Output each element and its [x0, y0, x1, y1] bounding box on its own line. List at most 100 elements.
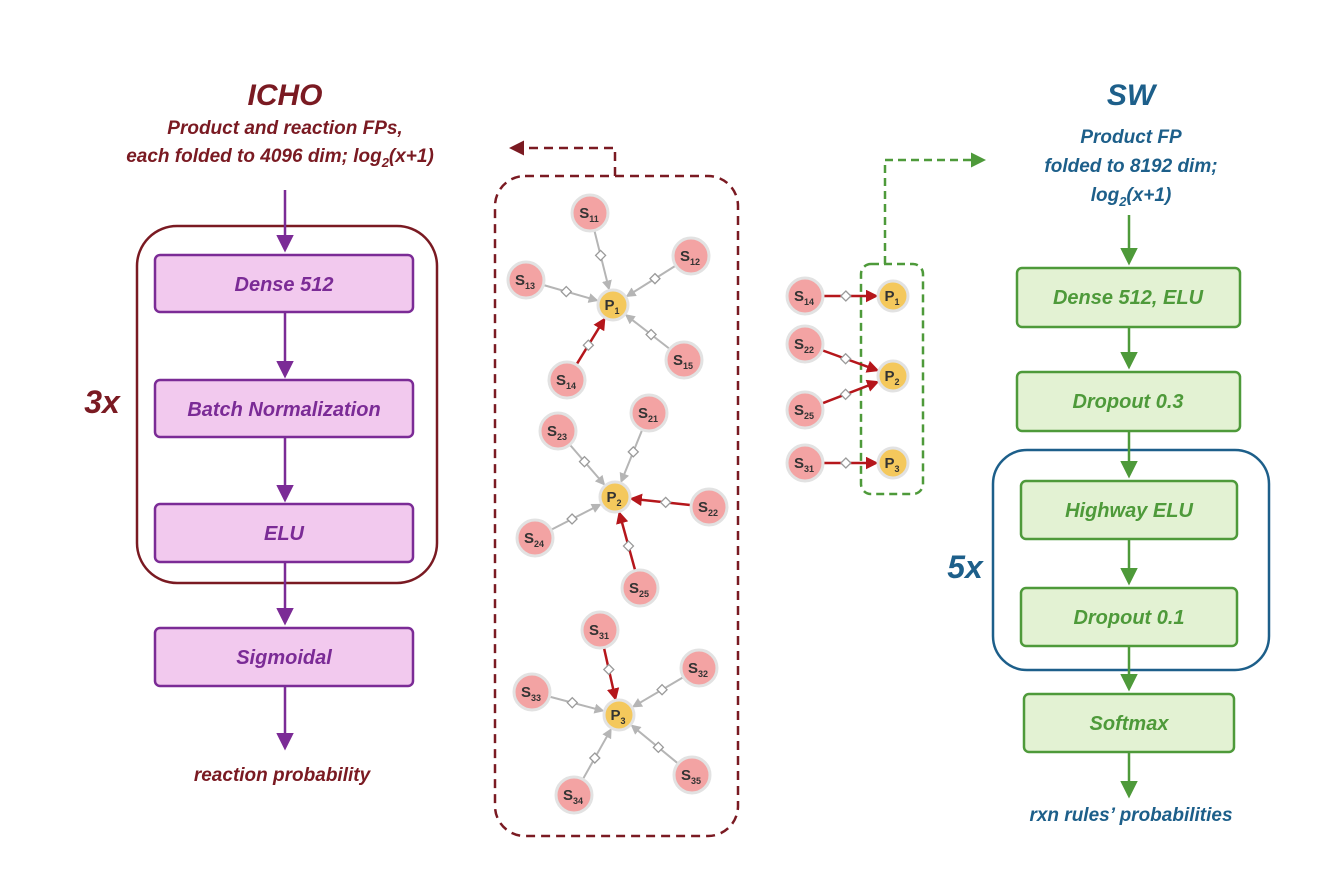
icho-repeat-frame: [135, 224, 439, 585]
substrate-node-s34: S34: [554, 775, 594, 815]
substrate-label-s31: S31: [794, 455, 814, 474]
product-label-p1: P1: [604, 297, 619, 316]
substrate-node-s25: S25: [620, 568, 660, 608]
sw-layer-dense: Dense 512, ELU: [1015, 266, 1242, 329]
icho-layer-batchnorm: Batch Normalization: [153, 378, 415, 439]
sw-graph-frame: [859, 262, 925, 496]
substrate-label-s34: S34: [563, 787, 583, 806]
icho-layer-batchnorm-label: Batch Normalization: [187, 399, 380, 421]
substrate-label-s22: S22: [698, 499, 718, 518]
product-node-p3: P3: [876, 446, 910, 480]
product-node-p1: P1: [596, 288, 630, 322]
sw-layer-softmax: Softmax: [1022, 692, 1236, 754]
product-node-p2: P2: [598, 480, 632, 514]
sw-layer-dropout-03: Dropout 0.3: [1015, 370, 1242, 433]
icho-graph-frame: [493, 174, 740, 838]
sw-input-line3: log2(x+1): [1091, 185, 1172, 209]
icho-layer-dense: Dense 512: [153, 253, 415, 314]
product-node-p2: P2: [876, 359, 910, 393]
product-label-p1: P1: [884, 288, 899, 307]
sw-graph-edge-1: [822, 349, 880, 373]
product-label-p3: P3: [884, 455, 899, 474]
icho-layer-sigmoidal: Sigmoidal: [153, 626, 415, 688]
substrate-node-s25: S25: [785, 390, 825, 430]
substrate-node-s24: S24: [515, 518, 555, 558]
icho-graph-edge-12: [550, 695, 605, 714]
icho-graph-edge-14: [630, 724, 678, 764]
substrate-label-s33: S33: [521, 684, 541, 703]
substrate-node-s14: S14: [547, 360, 587, 400]
icho-input-line1: Product and reaction FPs,: [167, 118, 402, 139]
substrate-label-s11: S11: [579, 205, 599, 224]
icho-graph-edge-6: [629, 493, 691, 509]
icho-repeat-label: 3x: [84, 384, 121, 420]
substrate-label-s35: S35: [681, 767, 701, 786]
sw-graph-edge-0: [824, 289, 879, 303]
icho-graph-edge-7: [569, 444, 606, 486]
sw-layer-dense-label: Dense 512, ELU: [1053, 287, 1204, 309]
substrate-label-s23: S23: [547, 423, 567, 442]
substrate-label-s13: S13: [515, 272, 535, 291]
substrate-label-s12: S12: [680, 248, 700, 267]
icho-layer-elu-label: ELU: [264, 523, 305, 545]
icho-graph-edge-0: [593, 231, 612, 291]
substrate-node-s13: S13: [506, 260, 546, 300]
substrate-label-s32: S32: [688, 660, 708, 679]
substrate-node-s31: S31: [580, 610, 620, 650]
substrate-node-s23: S23: [538, 411, 578, 451]
sw-title: SW: [1107, 79, 1158, 112]
substrate-node-s33: S33: [512, 672, 552, 712]
icho-input-line2: each folded to 4096 dim; log2(x+1): [126, 146, 434, 170]
icho-layer-dense-label: Dense 512: [235, 274, 334, 296]
sw-layer-highway-label: Highway ELU: [1065, 500, 1193, 522]
sw-repeat-label: 5x: [947, 549, 984, 585]
substrate-label-s31: S31: [589, 622, 609, 641]
icho-graph-edge-13: [582, 728, 612, 779]
icho-graph-edge-9: [616, 510, 637, 571]
substrate-node-s21: S21: [629, 393, 669, 433]
product-label-p2: P2: [606, 489, 621, 508]
icho-output-label: reaction probability: [194, 765, 372, 786]
substrate-node-s31: S31: [785, 443, 825, 483]
icho-graph-edge-11: [631, 676, 684, 708]
substrate-label-s25: S25: [794, 402, 814, 421]
substrate-label-s24: S24: [524, 530, 544, 549]
substrate-label-s22: S22: [794, 336, 814, 355]
substrate-node-s15: S15: [664, 340, 704, 380]
sw-layer-softmax-label: Softmax: [1090, 713, 1170, 735]
icho-graph-edge-1: [625, 265, 676, 298]
product-label-p3: P3: [610, 707, 625, 726]
icho-graph-edge-10: [602, 648, 620, 701]
substrate-node-s22: S22: [785, 324, 825, 364]
substrate-node-s35: S35: [672, 755, 712, 795]
substrate-label-s14: S14: [556, 372, 576, 391]
sw-repeat-frame: [991, 448, 1271, 672]
sw-layer-dropout-01-label: Dropout 0.1: [1073, 607, 1184, 629]
icho-graph-link-arrow: [509, 140, 617, 176]
substrate-node-s22: S22: [689, 487, 729, 527]
icho-layer-sigmoidal-label: Sigmoidal: [236, 647, 332, 669]
sw-layer-highway: Highway ELU: [1019, 479, 1239, 541]
substrate-node-s14: S14: [785, 276, 825, 316]
substrate-label-s25: S25: [629, 580, 649, 599]
sw-layer-dropout-03-label: Dropout 0.3: [1072, 391, 1183, 413]
sw-graph-link-arrow: [883, 152, 986, 264]
icho-graph-edge-8: [551, 503, 602, 531]
sw-layer-dropout-01: Dropout 0.1: [1019, 586, 1239, 648]
icho-graph-edge-2: [543, 284, 599, 303]
substrate-label-s15: S15: [673, 352, 693, 371]
product-label-p2: P2: [884, 368, 899, 387]
product-node-p1: P1: [876, 279, 910, 313]
sw-graph-edge-3: [824, 456, 879, 470]
substrate-label-s21: S21: [638, 405, 658, 424]
icho-graph-edge-3: [575, 317, 606, 365]
sw-input-line2: folded to 8192 dim;: [1044, 156, 1217, 177]
icho-layer-elu: ELU: [153, 502, 415, 564]
icho-graph-edge-5: [619, 430, 643, 484]
sw-input-line1: Product FP: [1080, 127, 1182, 148]
substrate-label-s14: S14: [794, 288, 814, 307]
